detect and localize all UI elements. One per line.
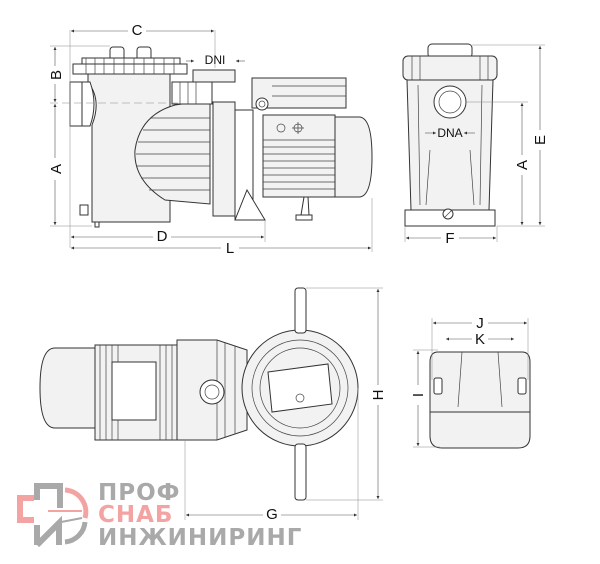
motor-flange bbox=[212, 101, 236, 217]
motor-end-cap bbox=[334, 116, 373, 198]
dim-label-dni: DNI bbox=[205, 53, 226, 67]
front-lid bbox=[402, 55, 498, 81]
end-body bbox=[429, 411, 531, 449]
dim-label-j: J bbox=[476, 315, 484, 332]
dim-label-a-front: A bbox=[514, 160, 531, 170]
outlet-pipe-dni bbox=[192, 69, 236, 83]
end-view: J K I bbox=[410, 315, 531, 449]
logo-line-3: ИНЖИНИРИНГ bbox=[98, 525, 302, 551]
inlet-pipe bbox=[69, 81, 83, 127]
logo-i-mark bbox=[34, 515, 62, 548]
dim-label-c: C bbox=[132, 22, 143, 39]
top-outlet bbox=[199, 379, 225, 405]
company-logo: ПРОФ СНАБ ИНЖИНИРИНГ bbox=[17, 480, 302, 551]
dim-label-b: B bbox=[48, 70, 65, 80]
dim-label-i: I bbox=[410, 393, 427, 397]
logo-line-1: ПРОФ bbox=[98, 480, 180, 506]
dim-label-a-side: A bbox=[48, 164, 65, 174]
dim-label-h: H bbox=[370, 390, 387, 401]
top-handle-lower bbox=[294, 443, 307, 501]
logo-c-mark bbox=[17, 495, 34, 523]
dim-label-g: G bbox=[266, 506, 278, 523]
logo-line-2: СНАБ bbox=[98, 502, 173, 528]
lid-handle-bar bbox=[267, 363, 333, 413]
dim-label-l: L bbox=[226, 240, 234, 257]
end-lid bbox=[429, 351, 531, 413]
top-handle-upper bbox=[294, 287, 307, 334]
motor-body bbox=[262, 114, 336, 198]
dim-label-k: K bbox=[475, 331, 485, 348]
dim-label-f: F bbox=[445, 230, 454, 247]
logo-p-mark bbox=[34, 483, 63, 508]
side-view: C DNI B A D L bbox=[48, 22, 373, 257]
top-view: H G bbox=[39, 287, 387, 523]
outlet-neck bbox=[171, 81, 213, 105]
lid-flange bbox=[72, 63, 188, 75]
front-view: DNA F A E bbox=[402, 43, 549, 247]
cable-gland bbox=[255, 97, 269, 111]
dim-label-d: D bbox=[157, 228, 168, 245]
dim-label-dna: DNA bbox=[437, 126, 462, 140]
top-motor-cap bbox=[39, 347, 96, 429]
dim-label-e: E bbox=[532, 135, 549, 145]
top-junction-box bbox=[111, 361, 157, 421]
